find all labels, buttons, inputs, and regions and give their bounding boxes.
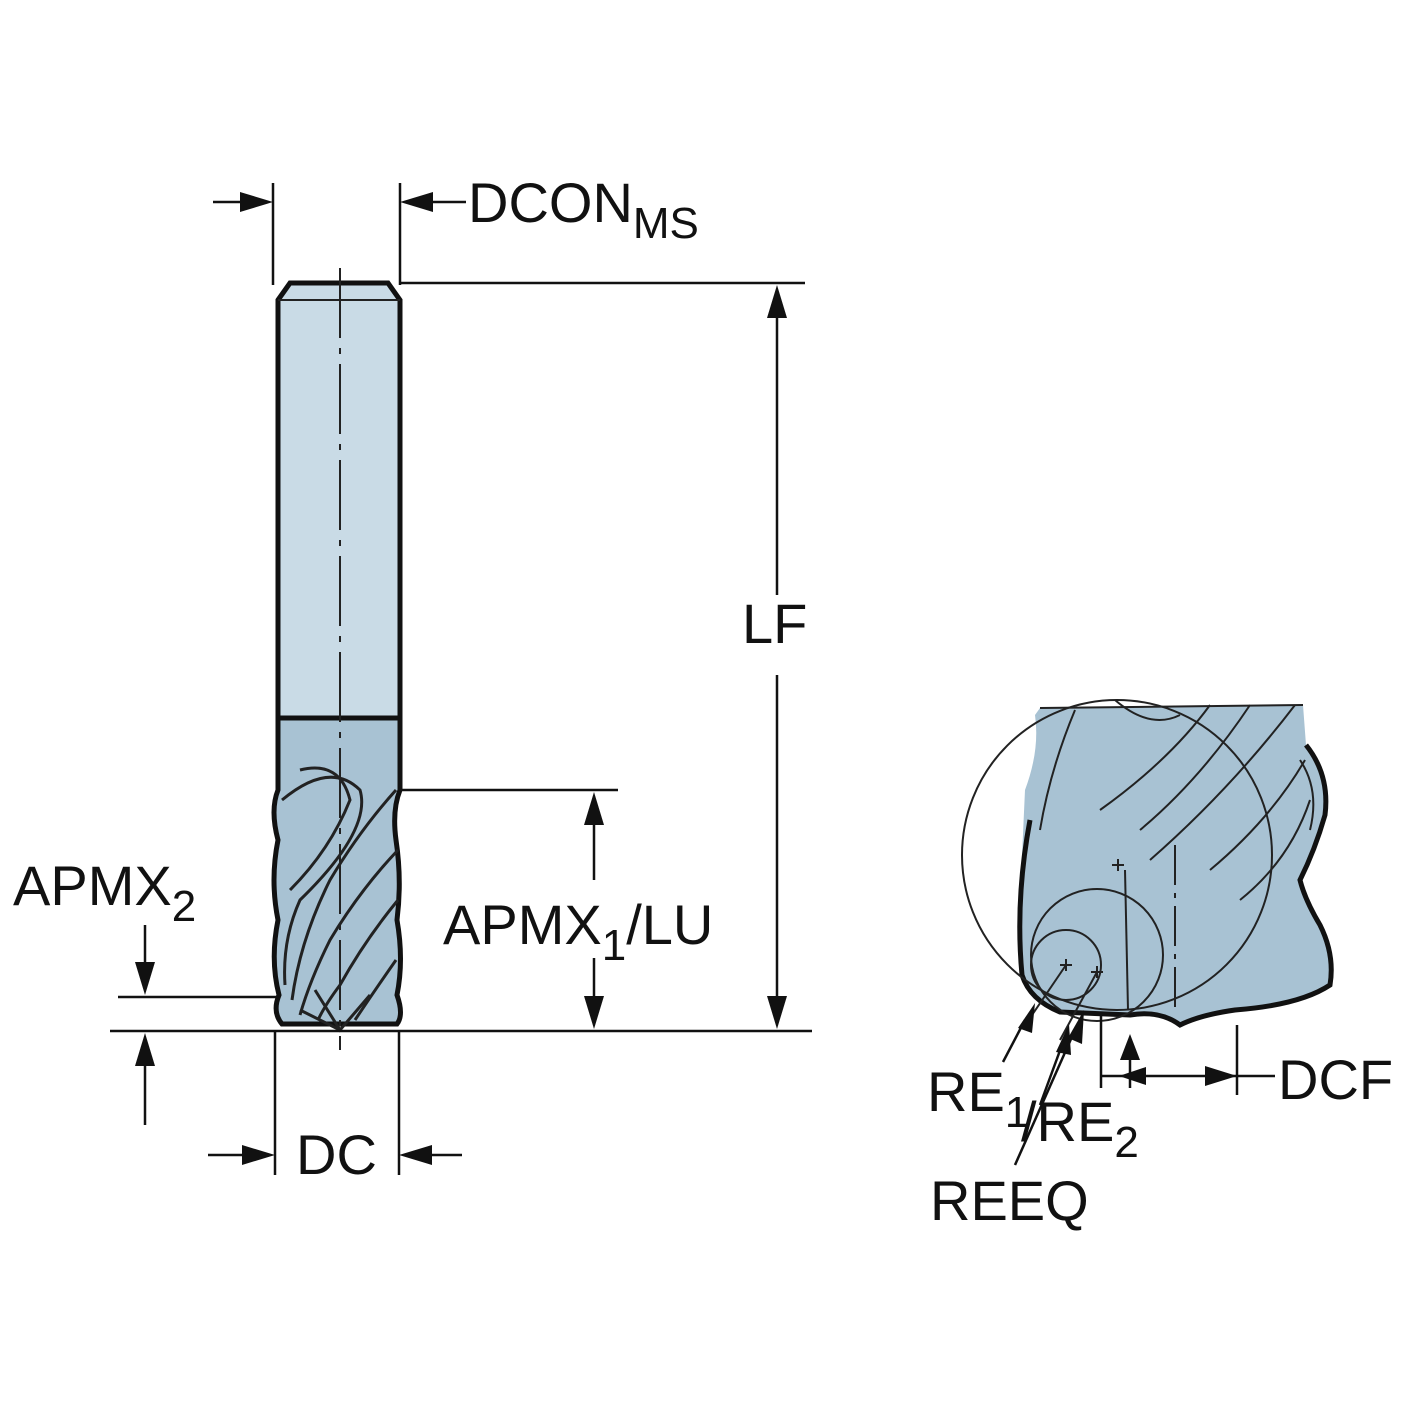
dcf-label: DCF	[1278, 1048, 1393, 1111]
end-mill-tool	[271, 268, 403, 1050]
dc-dimension: DC	[208, 1031, 462, 1186]
dcon-dimension: DCONMS	[213, 171, 699, 285]
apmx2-subscript: 2	[172, 882, 196, 931]
svg-text:RE1: RE1	[927, 1060, 1029, 1137]
re2-label: /RE	[1021, 1090, 1114, 1153]
re2-subscript: 2	[1114, 1118, 1138, 1167]
re2-circle	[1030, 888, 1164, 1022]
svg-text:APMX1/LU: APMX1/LU	[443, 893, 713, 970]
dcf-dimension: DCF	[1099, 1015, 1393, 1111]
lf-label: LF	[742, 592, 807, 655]
corner-detail	[961, 699, 1334, 1166]
reeq-circle	[961, 699, 1273, 1011]
re1-label: RE	[927, 1060, 1005, 1123]
lf-dimension: LF	[110, 281, 812, 1033]
re1-circle	[1030, 929, 1102, 1001]
svg-text:APMX2: APMX2	[13, 854, 196, 931]
apmx2-dimension: APMX2	[13, 854, 278, 1125]
svg-text:DCONMS: DCONMS	[468, 171, 699, 248]
apmx1-suffix: /LU	[626, 893, 713, 956]
dc-label: DC	[296, 1123, 377, 1186]
dcon-label: DCON	[468, 171, 633, 234]
svg-text:/RE2: /RE2	[1021, 1090, 1139, 1167]
re1-subscript: 1	[1005, 1088, 1029, 1137]
dcon-subscript: MS	[633, 199, 699, 248]
apmx1-dimension: APMX1/LU	[400, 788, 713, 1029]
reeq-label: REEQ	[930, 1169, 1089, 1232]
apmx1-subscript: 1	[602, 921, 626, 970]
apmx1-label: APMX	[443, 893, 602, 956]
apmx2-label: APMX	[13, 854, 172, 917]
